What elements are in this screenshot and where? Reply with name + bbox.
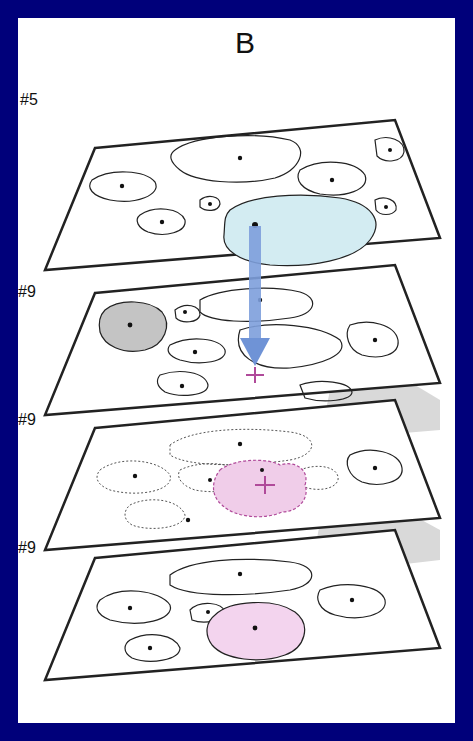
layer-number: #9 [18,412,36,428]
layer-number: #9 [18,284,36,300]
map-plane [45,400,440,550]
layer-number: #9 [18,540,36,556]
panel-letter: B [235,28,255,58]
map-plane [45,120,440,270]
map-plane [45,265,440,415]
layer-number: #5 [20,92,38,108]
map-plane [45,530,440,680]
projection-arrow [240,226,270,366]
